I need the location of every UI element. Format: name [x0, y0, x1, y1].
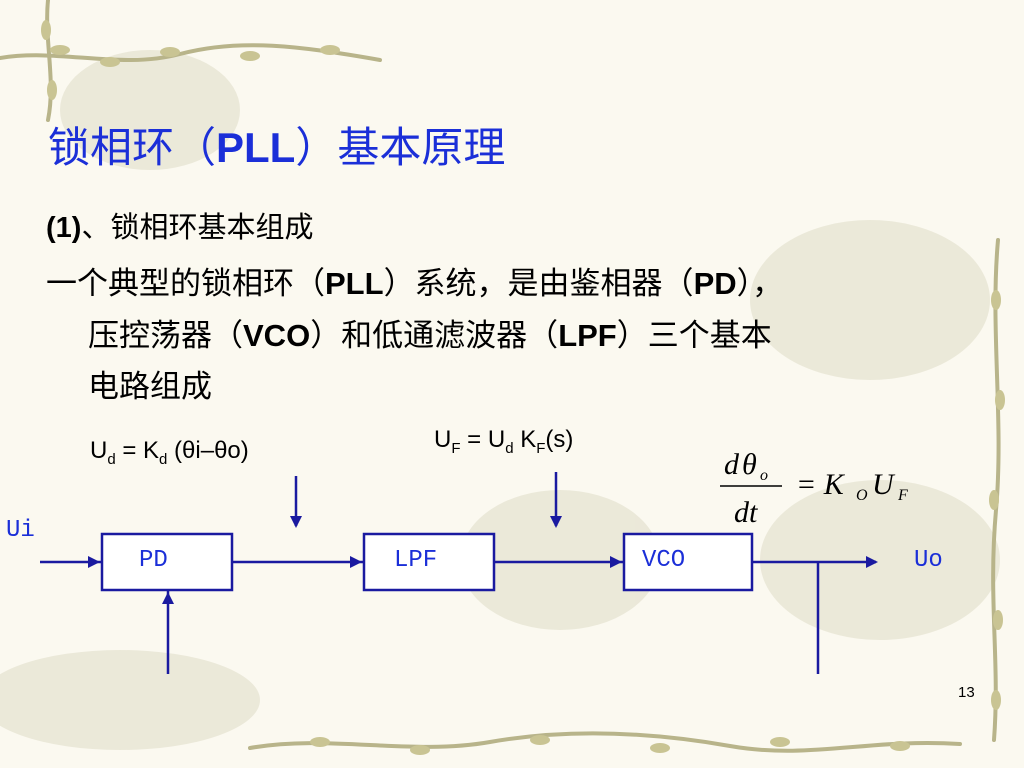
vco-formula-eq-k: = K: [796, 468, 846, 501]
uf-indicator-arrow: [550, 516, 562, 528]
description-paragraph: 一个典型的锁相环（PLL）系统，是由鉴相器（PD）， 压控荡器（VCO）和低通滤…: [46, 258, 1006, 413]
lpf-input-arrow: [350, 556, 362, 568]
page-title: 锁相环（PLL）基本原理: [48, 123, 506, 172]
vco-formula-u: U: [872, 468, 896, 501]
page-number: 13: [958, 684, 975, 701]
vco-formula: d θ o dt = K O U F: [720, 448, 908, 529]
pd-feedback-arrow: [162, 592, 174, 604]
section-heading: (1)、锁相环基本组成: [46, 210, 314, 244]
output-arrow: [866, 556, 878, 568]
pd-output-formula: Ud = Kd (θi–θo): [90, 437, 249, 468]
vco-formula-theta: θ: [742, 448, 757, 481]
paragraph-line-2: 压控荡器（VCO）和低通滤波器（LPF）三个基本: [88, 318, 772, 354]
input-arrow: [88, 556, 100, 568]
output-signal-label: Uo: [914, 547, 943, 574]
vco-formula-theta-sub: o: [760, 467, 768, 484]
lpf-label: LPF: [394, 547, 437, 574]
vco-label: VCO: [642, 547, 685, 574]
vco-formula-u-sub: F: [897, 487, 908, 504]
vco-formula-k-sub: O: [856, 487, 868, 504]
vco-input-arrow: [610, 556, 622, 568]
vco-formula-dt: dt: [734, 496, 758, 529]
pd-label: PD: [139, 547, 168, 574]
lpf-output-formula: UF = Ud KF(s): [434, 426, 574, 457]
paragraph-line-1: 一个典型的锁相环（PLL）系统，是由鉴相器（PD），: [46, 266, 784, 302]
paragraph-line-3: 电路组成: [88, 369, 212, 405]
vco-formula-d: d: [724, 448, 740, 481]
input-signal-label: Ui: [6, 517, 35, 544]
vco-block: [622, 532, 754, 592]
ud-indicator-arrow: [290, 516, 302, 528]
